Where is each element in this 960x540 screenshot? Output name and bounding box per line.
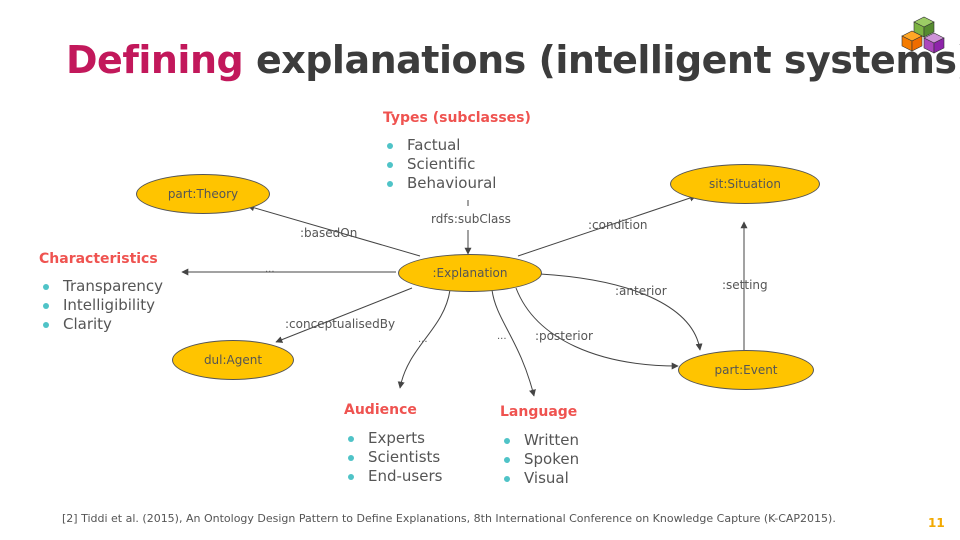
edge-label-setting: :setting [722, 278, 768, 292]
page-title: Defining explanations (intelligent syste… [66, 38, 960, 82]
node-event: part:Event [678, 350, 814, 390]
edge-posterior [515, 287, 679, 370]
edge-anterior [539, 273, 703, 351]
node-theory: part:Theory [136, 174, 270, 214]
edge-label-subclass: rdfs:subClass [431, 212, 511, 226]
edge-label-audience: ... [418, 334, 428, 345]
title-rest: explanations (intelligent systems) [243, 38, 960, 82]
list-item: End-users [346, 467, 442, 486]
node-agent: dul:Agent [172, 340, 294, 380]
list-item: Intelligibility [41, 296, 163, 315]
edge-label-language: ... [497, 331, 507, 342]
audience-heading: Audience [344, 402, 417, 418]
list-item: Transparency [41, 277, 163, 296]
edge-label-based-on: :basedOn [300, 226, 358, 240]
edge-label-anterior: :anterior [615, 284, 667, 298]
node-situation: sit:Situation [670, 164, 820, 204]
list-item: Scientists [346, 448, 442, 467]
audience-list: Experts Scientists End-users [346, 429, 442, 486]
edge-label-condition: :condition [588, 218, 648, 232]
edge-label-characteristics: ... [265, 264, 275, 275]
edge-conceptualised-by [275, 287, 413, 343]
edge-audience [397, 289, 451, 389]
edge-condition [517, 194, 697, 257]
characteristics-heading: Characteristics [39, 251, 158, 267]
list-item: Scientific [385, 155, 496, 174]
list-item: Written [502, 431, 579, 450]
citation: [2] Tiddi et al. (2015), An Ontology Des… [62, 512, 836, 525]
list-item: Factual [385, 136, 496, 155]
edge-label-conceptualised-by: :conceptualisedBy [285, 317, 396, 331]
node-explanation: :Explanation [398, 254, 542, 292]
characteristics-list: Transparency Intelligibility Clarity [41, 277, 163, 334]
list-item: Visual [502, 469, 579, 488]
types-heading: Types (subclasses) [383, 110, 531, 126]
title-highlight: Defining [66, 38, 244, 82]
list-item: Experts [346, 429, 442, 448]
edge-label-posterior: :posterior [535, 329, 593, 343]
edge-language [491, 289, 536, 397]
language-list: Written Spoken Visual [502, 431, 579, 488]
language-heading: Language [500, 404, 578, 420]
edge-based-on [247, 204, 421, 257]
colored-blocks-logo-icon [901, 16, 945, 54]
list-item: Spoken [502, 450, 579, 469]
types-list: Factual Scientific Behavioural [385, 136, 496, 193]
page-number: 11 [928, 516, 945, 530]
list-item: Clarity [41, 315, 163, 334]
list-item: Behavioural [385, 174, 496, 193]
